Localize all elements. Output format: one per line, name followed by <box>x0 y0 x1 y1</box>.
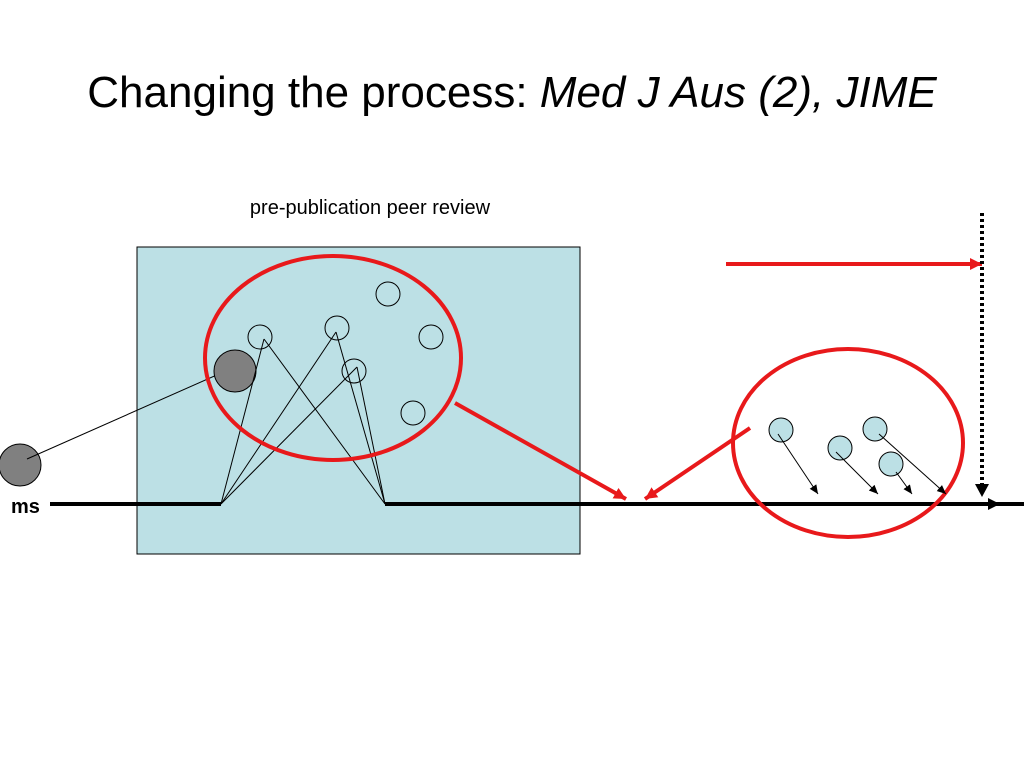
comment-arrows <box>777 433 947 495</box>
commenter-node <box>878 451 904 477</box>
reviewer-node <box>247 324 273 350</box>
manuscript-to-editor-arrow <box>26 369 229 460</box>
editor-node <box>213 349 257 393</box>
review-paths <box>220 331 386 505</box>
commenter-node <box>827 435 853 461</box>
reviewer-node <box>400 400 426 426</box>
title-plain: Changing the process: <box>87 68 540 117</box>
red-arrow-right <box>643 426 752 501</box>
commenter-node <box>768 417 794 443</box>
slide-title: Changing the process: Med J Aus (2), JIM… <box>0 68 1024 118</box>
review-box <box>136 246 581 555</box>
reviewer-node <box>418 324 444 350</box>
title-italic: Med J Aus (2), JIME <box>539 68 937 117</box>
commenter-node <box>862 416 888 442</box>
reviewer-group-highlight <box>203 254 463 462</box>
reviewer-node <box>375 281 401 307</box>
post-publication-highlight <box>731 347 965 539</box>
timeline-label: ms <box>11 496 40 518</box>
red-arrow-left <box>454 401 627 501</box>
dotted-line-arrowhead <box>975 484 989 497</box>
manuscript-node <box>0 443 42 487</box>
reviewer-node <box>341 358 367 384</box>
box-label: pre-publication peer review <box>249 197 491 219</box>
reviewer-node <box>324 315 350 341</box>
